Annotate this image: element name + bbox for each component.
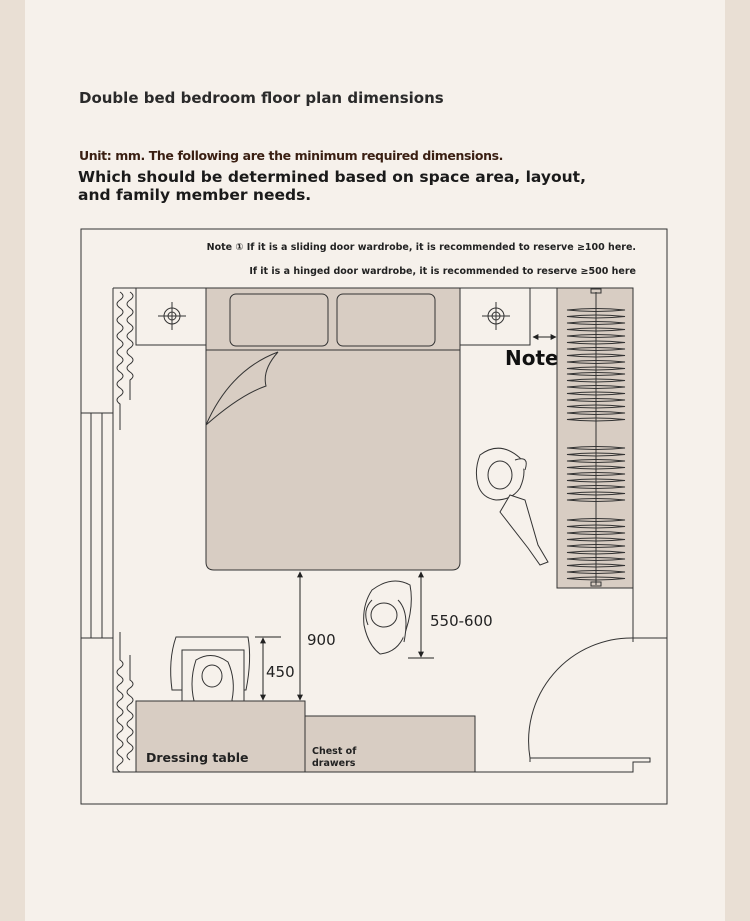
wardrobe [556,287,634,589]
hanger [566,340,626,345]
chest-label-line1: Chest of [312,746,357,757]
hanger [566,465,626,470]
hanger [566,334,626,338]
dimension-450: 450 [266,663,295,681]
chest-of-drawers [304,715,476,773]
hanger [566,327,626,332]
hanger [566,498,626,502]
door [528,637,667,759]
description: Which should be determined based on spac… [78,168,586,204]
hanger [566,518,626,522]
hanger [566,563,626,568]
note-marker: Note [505,346,559,370]
hanger [566,524,626,529]
lamp-icon [158,302,186,330]
hanger [566,353,626,358]
hanger [566,372,626,376]
hanger [566,557,626,561]
hanger [566,308,626,312]
hanger [566,417,626,422]
hanger [566,366,626,371]
hanger [566,411,626,415]
pillow [336,293,436,347]
double-bed [205,287,461,571]
hanger [566,485,626,489]
lamp-icon [482,302,510,330]
pillow [229,293,329,347]
hanger [566,321,626,325]
unit-note: Unit: mm. The following are the minimum … [79,148,503,163]
dimension-900: 900 [307,631,336,649]
hanger [566,531,626,535]
hanger [566,398,626,402]
page-title: Double bed bedroom floor plan dimensions [79,89,444,107]
hanger [566,491,626,496]
hanger [566,378,626,383]
hanger [566,544,626,548]
hanger [566,452,626,457]
hanger [566,478,626,483]
hanger [566,347,626,351]
dressing-table-label: Dressing table [146,750,249,765]
hanger [566,314,626,319]
dressing-table [135,700,306,773]
chest-label-line2: drawers [312,758,356,769]
curtain-bottom [116,632,134,773]
hanger [566,446,626,450]
hanger [566,576,626,581]
hanger [566,537,626,542]
hanger [566,360,626,364]
note-sliding: Note ① If it is a sliding door wardrobe,… [207,242,636,253]
hanger [566,391,626,396]
window [80,412,114,639]
hanger [566,385,626,389]
curtain-top [116,291,134,430]
hanger [566,459,626,463]
hanger [566,472,626,476]
note-hinged: If it is a hinged door wardrobe, it is r… [249,266,636,277]
hanger [566,550,626,555]
person-standing-icon [475,447,549,566]
hanger [566,570,626,574]
dimension-550-600: 550-600 [430,612,493,630]
person-walking-icon [363,580,412,655]
hanger [566,404,626,409]
